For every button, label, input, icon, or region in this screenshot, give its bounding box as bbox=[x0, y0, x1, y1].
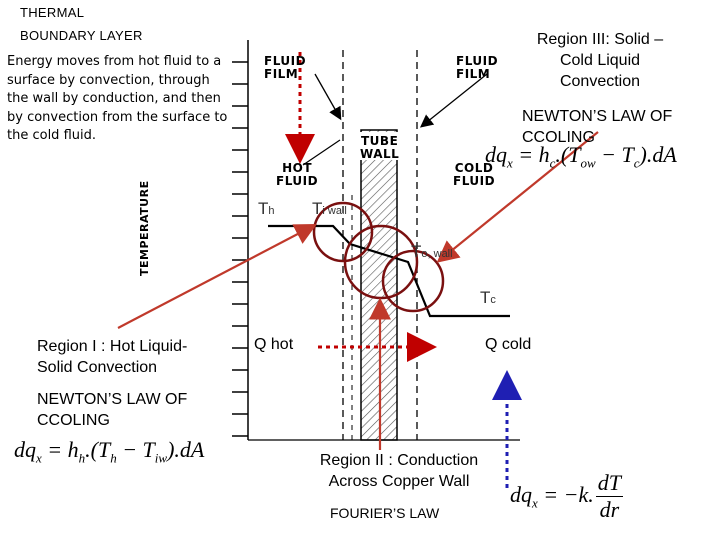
hot-fluid-label: HOT FLUID bbox=[276, 161, 319, 188]
fluid-film-right-pointer bbox=[419, 73, 488, 128]
region3-label: Region III: Solid – Cold Liquid Convecti… bbox=[536, 31, 664, 90]
equation-fourier: dqx = −k. dT dr bbox=[510, 470, 623, 522]
th-label: Th bbox=[258, 199, 275, 218]
region1-label: Region I : Hot Liquid-Solid Convection bbox=[37, 338, 188, 376]
header-boundary-layer: BOUNDARY LAYER bbox=[20, 28, 143, 43]
tc-label: Tc bbox=[480, 288, 496, 307]
region3-pointer-arrow bbox=[436, 131, 599, 263]
q-cold-label: Q cold bbox=[485, 336, 532, 353]
axis-tick-marks bbox=[232, 61, 248, 437]
t-owall-label: To, wall bbox=[411, 242, 453, 261]
cold-fluid-label: COLD FLUID bbox=[453, 161, 496, 188]
fraction-dt-dr: dT dr bbox=[595, 470, 623, 522]
region1-pointer-arrow bbox=[117, 223, 317, 329]
fluid-film-left-label: FLUID FILM bbox=[264, 54, 307, 81]
fluid-film-left-pointer bbox=[314, 73, 342, 121]
fluid-film-right-label: FLUID FILM bbox=[456, 54, 499, 81]
intro-paragraph: Energy moves from hot fluid to a surface… bbox=[7, 54, 228, 143]
header-thermal: THERMAL bbox=[20, 5, 85, 20]
q-hot-label: Q hot bbox=[254, 336, 294, 353]
tube-wall-label-box bbox=[359, 132, 401, 160]
region3-circle bbox=[381, 249, 445, 313]
region2-label: Region II : Conduction Across Copper Wal… bbox=[319, 452, 479, 490]
temperature-axis-label: TEMPERATURE bbox=[138, 180, 151, 276]
newton-law-right: NEWTON’S LAW OF CCOLING bbox=[522, 108, 673, 146]
fourier-law-label: FOURIER’S LAW bbox=[330, 505, 440, 521]
equation-newton-cold: dqx = hc.(Tow − Tc).dA bbox=[485, 142, 677, 171]
temperature-profile bbox=[268, 224, 510, 318]
newton-law-left: NEWTON’S LAW OF CCOLING bbox=[37, 391, 188, 429]
tube-wall-label: TUBE WALL bbox=[360, 134, 400, 161]
equation-newton-hot: dqx = hh.(Th − Tiw).dA bbox=[14, 437, 205, 466]
t-iwall-label: Ti wall bbox=[312, 199, 347, 218]
